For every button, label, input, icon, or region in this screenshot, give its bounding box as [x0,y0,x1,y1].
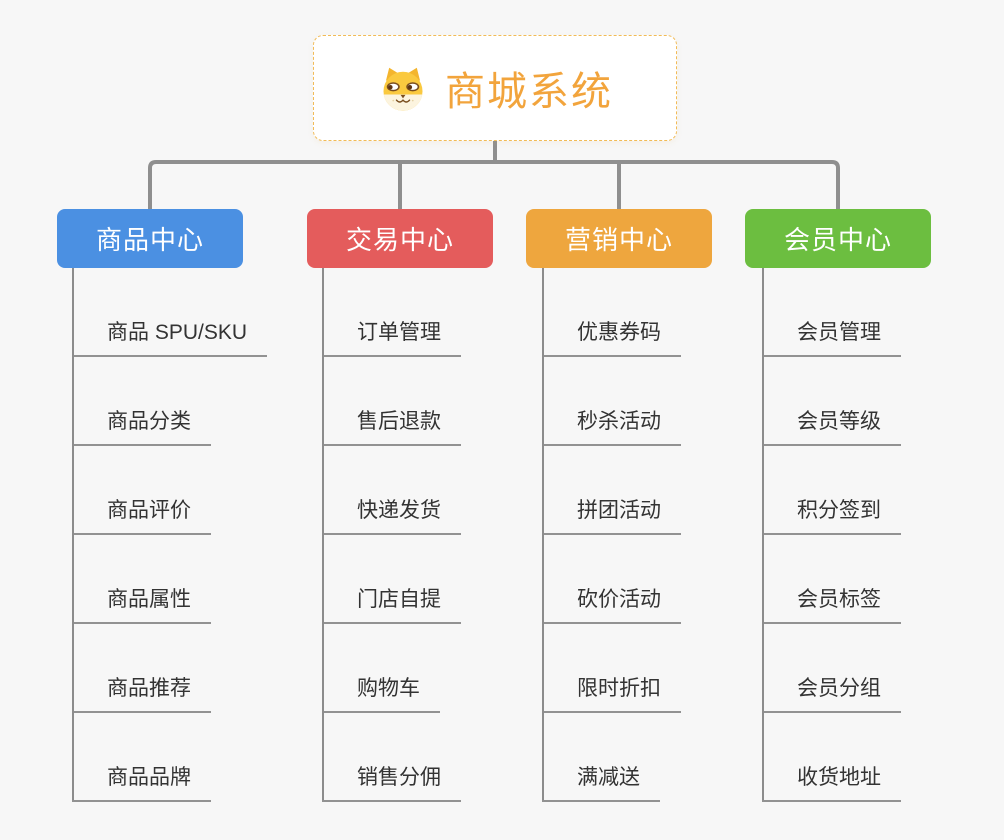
leaf-node[interactable]: 订单管理 [322,268,562,357]
leaf-node[interactable]: 会员等级 [762,357,1002,446]
leaf-node[interactable]: 积分签到 [762,446,1002,535]
column-trunk-line [72,268,74,800]
leaf-node[interactable]: 会员管理 [762,268,1002,357]
branch-node-member-center[interactable]: 会员中心 [745,209,931,268]
leaf-node[interactable]: 商品品牌 [72,713,312,802]
leaf-node[interactable]: 门店自提 [322,535,562,624]
leaf-node[interactable]: 限时折扣 [542,624,782,713]
leaf-label: 订单管理 [322,320,461,357]
leaf-node[interactable]: 拼团活动 [542,446,782,535]
leaf-node[interactable]: 优惠券码 [542,268,782,357]
column-trunk-line [322,268,324,800]
leaf-label: 会员等级 [762,409,901,446]
leaf-node[interactable]: 商品推荐 [72,624,312,713]
leaf-node[interactable]: 销售分佣 [322,713,562,802]
leaf-node[interactable]: 满减送 [542,713,782,802]
leaf-label: 销售分佣 [322,765,461,802]
root-node[interactable]: 商城系统 [313,35,677,141]
leaf-label: 积分签到 [762,498,901,535]
leaf-node[interactable]: 购物车 [322,624,562,713]
branch-label: 交易中心 [345,225,454,255]
leaf-label: 优惠券码 [542,320,681,357]
leaf-label: 商品品牌 [72,765,211,802]
leaf-node[interactable]: 会员标签 [762,535,1002,624]
leaf-node[interactable]: 收货地址 [762,713,1002,802]
shiba-dog-icon [383,67,423,111]
leaf-label: 拼团活动 [542,498,681,535]
leaf-label: 会员分组 [762,676,901,713]
leaf-label: 收货地址 [762,765,901,802]
leaf-label: 商品 SPU/SKU [72,320,268,357]
column-trunk-line [762,268,764,800]
leaf-label: 售后退款 [322,409,461,446]
leaf-node[interactable]: 商品属性 [72,535,312,624]
leaf-label: 商品属性 [72,587,211,624]
leaf-node[interactable]: 快递发货 [322,446,562,535]
leaf-label: 满减送 [542,765,660,802]
leaf-column-product: 商品 SPU/SKU 商品分类 商品评价 商品属性 商品推荐 商品品牌 [72,268,312,802]
branch-label: 商品中心 [95,225,204,255]
column-trunk-line [542,268,544,800]
branch-label: 营销中心 [564,225,673,255]
leaf-label: 砍价活动 [542,587,681,624]
leaf-label: 会员管理 [762,320,901,357]
leaf-column-member: 会员管理 会员等级 积分签到 会员标签 会员分组 收货地址 [762,268,1002,802]
leaf-label: 商品评价 [72,498,211,535]
leaf-label: 购物车 [322,676,440,713]
branch-node-product-center[interactable]: 商品中心 [57,209,243,268]
leaf-column-trade: 订单管理 售后退款 快递发货 门店自提 购物车 销售分佣 [322,268,562,802]
leaf-label: 限时折扣 [542,676,681,713]
leaf-label: 商品分类 [72,409,211,446]
leaf-node[interactable]: 商品评价 [72,446,312,535]
branch-node-trade-center[interactable]: 交易中心 [307,209,493,268]
leaf-column-marketing: 优惠券码 秒杀活动 拼团活动 砍价活动 限时折扣 满减送 [542,268,782,802]
leaf-label: 快递发货 [322,498,461,535]
leaf-label: 会员标签 [762,587,901,624]
root-node-title: 商城系统 [445,70,613,114]
leaf-node[interactable]: 会员分组 [762,624,1002,713]
leaf-node[interactable]: 商品 SPU/SKU [72,268,312,357]
leaf-node[interactable]: 砍价活动 [542,535,782,624]
leaf-label: 秒杀活动 [542,409,681,446]
leaf-node[interactable]: 秒杀活动 [542,357,782,446]
leaf-label: 商品推荐 [72,676,211,713]
leaf-node[interactable]: 售后退款 [322,357,562,446]
branch-label: 会员中心 [783,225,892,255]
branch-node-marketing-center[interactable]: 营销中心 [526,209,712,268]
leaf-label: 门店自提 [322,587,461,624]
leaf-node[interactable]: 商品分类 [72,357,312,446]
